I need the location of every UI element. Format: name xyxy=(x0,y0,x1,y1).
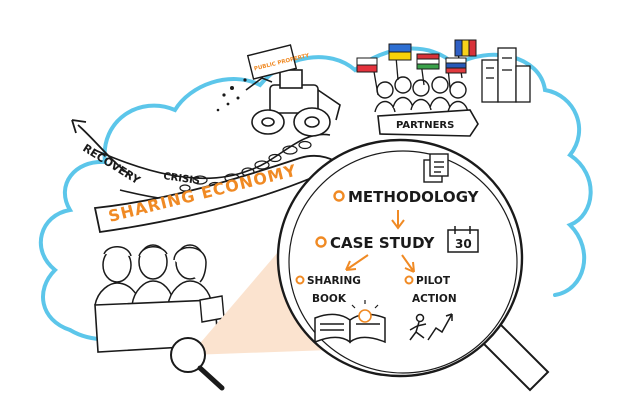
hungary-flag xyxy=(416,53,440,70)
case-study-bullet xyxy=(315,236,327,248)
road-outline xyxy=(94,133,331,180)
dust-dots xyxy=(216,78,247,112)
running-person-icon xyxy=(409,313,427,341)
methodology-bullet xyxy=(333,190,345,202)
poland-flag xyxy=(356,57,378,73)
partners-label: PARTNERS xyxy=(396,120,454,131)
pilot-action-bullet xyxy=(404,275,414,285)
moldova-flag xyxy=(454,39,477,57)
arrow-to-pilot-action xyxy=(401,254,415,273)
light-bulb-icon xyxy=(351,300,379,323)
bulldozer-icon xyxy=(245,69,341,137)
held-sign xyxy=(199,295,225,323)
calendar-icon: 30 xyxy=(447,226,479,253)
partners-crowd xyxy=(374,76,469,113)
sharing-book-line1: SHARING xyxy=(307,275,361,287)
big-magnifier-rim xyxy=(288,150,518,374)
crisis-label: CRISIS xyxy=(163,171,201,187)
methodology-label: METHODOLOGY xyxy=(348,188,480,206)
small-magnifier-icon xyxy=(170,337,225,391)
city-buildings-icon xyxy=(481,47,531,103)
arrow-to-case-study xyxy=(391,210,405,230)
partners-ribbon xyxy=(377,109,479,137)
calendar-number: 30 xyxy=(455,237,472,251)
cloud-background xyxy=(38,46,593,332)
pilot-action-line1: PILOT xyxy=(416,275,451,287)
sharing-book-bullet xyxy=(295,275,305,285)
recovery-arrowhead xyxy=(71,119,87,134)
people-group xyxy=(94,244,213,306)
sharing-book-line2: BOOK xyxy=(312,293,347,305)
pilot-action-line2: ACTION xyxy=(412,293,457,305)
growth-arrow-icon xyxy=(427,313,453,341)
sharing-economy-ribbon xyxy=(93,154,342,234)
document-icon xyxy=(423,153,449,183)
recovery-arrow xyxy=(77,124,131,176)
public-property-sign: PUBLIC PROPERTY xyxy=(246,44,311,80)
slovakia-flag xyxy=(445,57,467,74)
arrow-to-sharing-book xyxy=(345,254,369,271)
ukraine-flag xyxy=(388,43,412,61)
case-study-label: CASE STUDY xyxy=(330,234,435,252)
